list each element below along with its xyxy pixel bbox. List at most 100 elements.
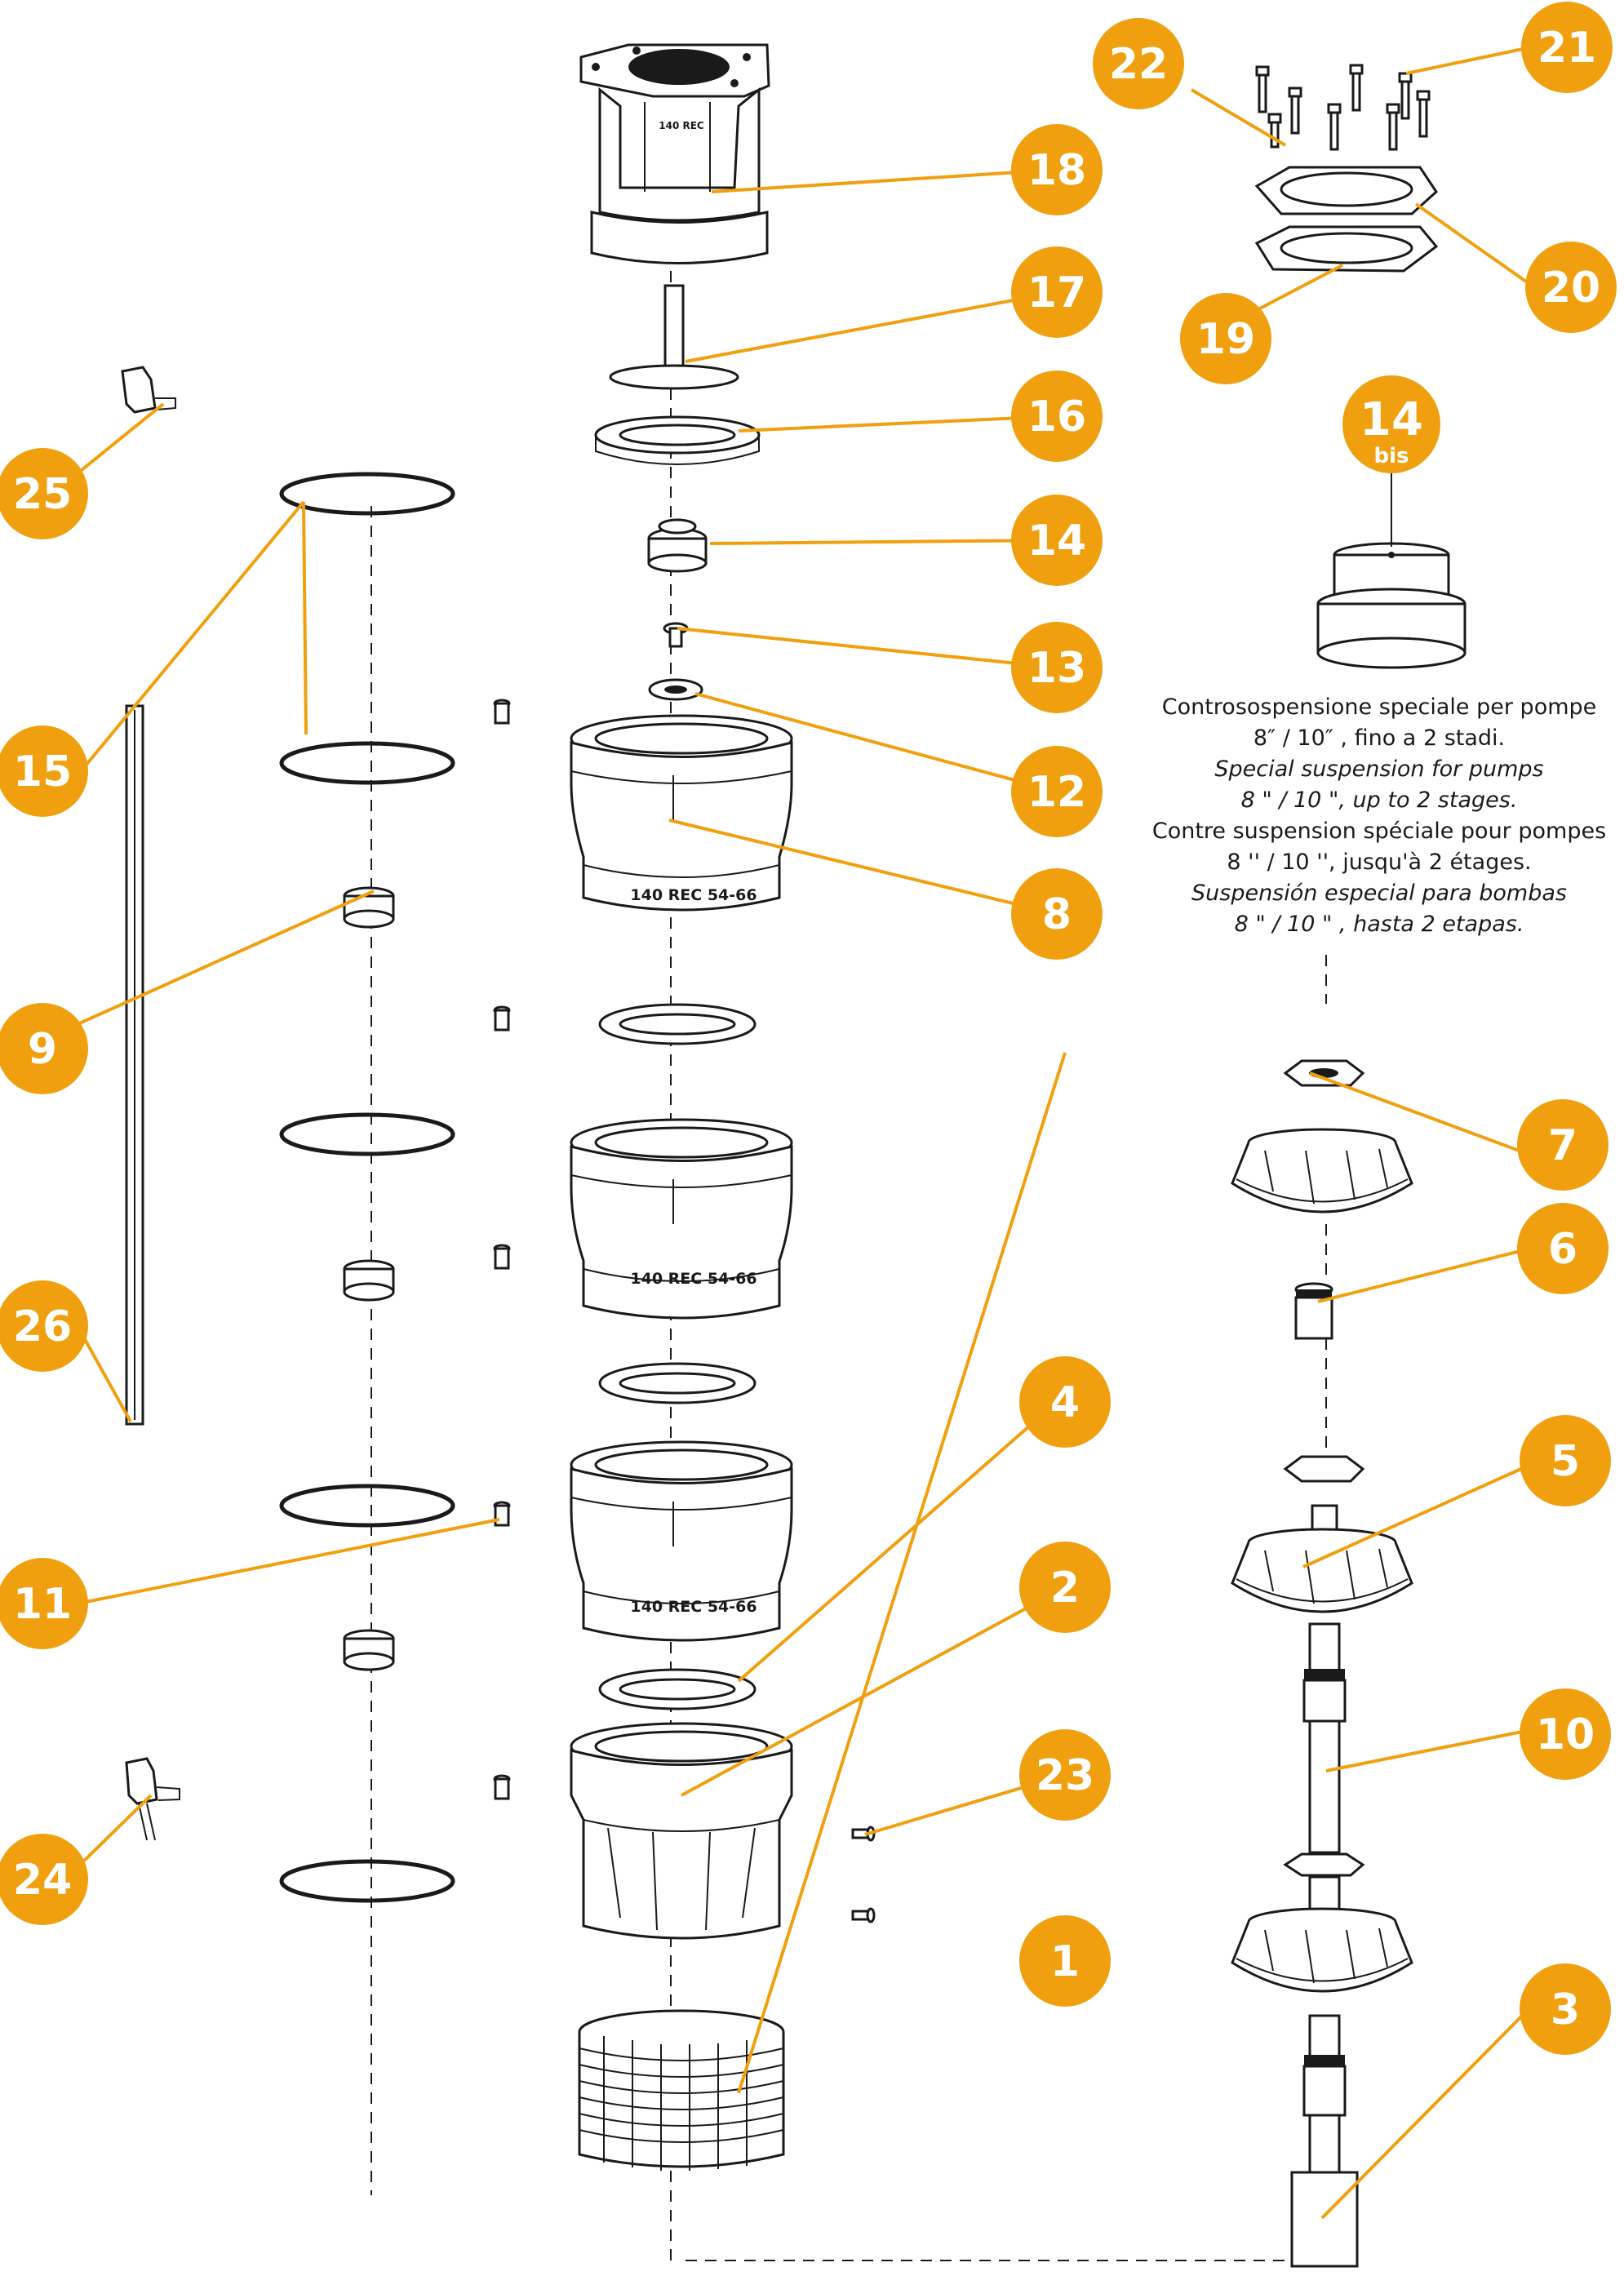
- part-19-gasket: [1254, 225, 1439, 273]
- callout-3: 3: [1520, 1963, 1611, 2055]
- note-fr-line2: 8 '' / 10 '', jusqu'à 2 étages.: [1227, 850, 1532, 875]
- svg-text:10: 10: [1536, 1710, 1595, 1759]
- callout-15: 15: [0, 725, 88, 817]
- callout-1: 1: [1019, 1915, 1111, 2007]
- part-7-nut: [1283, 1059, 1365, 1087]
- callout-24: 24: [0, 1834, 88, 1925]
- part-8-stage-casing-1: 140 REC 54-66: [570, 714, 793, 912]
- part-11-screws: [493, 699, 511, 1800]
- impeller-bottom: [1231, 1907, 1413, 1993]
- callout-16: 16: [1011, 370, 1103, 462]
- svg-text:8: 8: [1042, 890, 1072, 939]
- svg-text:bis: bis: [1374, 444, 1409, 468]
- note-it-line2: 8″ / 10″ , fino a 2 stadi.: [1253, 725, 1506, 751]
- callout-9: 9: [0, 1003, 88, 1094]
- callout-11: 11: [0, 1558, 88, 1649]
- note-en-line2: 8 " / 10 ", up to 2 stages.: [1240, 788, 1518, 813]
- part-9-bushings: [343, 886, 395, 1671]
- svg-text:2: 2: [1050, 1564, 1080, 1613]
- stage-marking-1: 140 REC 54-66: [630, 886, 757, 904]
- svg-text:24: 24: [13, 1856, 72, 1905]
- svg-text:17: 17: [1027, 268, 1086, 317]
- svg-text:11: 11: [13, 1580, 72, 1629]
- suspension-note: Controsospensione speciale per pompe 8″ …: [1143, 692, 1616, 940]
- part-5-impeller: [1231, 1455, 1413, 1613]
- note-it-line1: Controsospensione speciale per pompe: [1161, 694, 1597, 720]
- part-8-stage-casing-3: 140 REC 54-66: [570, 1440, 793, 1642]
- callout-17: 17: [1011, 246, 1103, 338]
- top-casing-marking: 140 REC: [659, 120, 704, 131]
- part-4-wear-ring: [598, 1668, 757, 1710]
- callout-12: 12: [1011, 746, 1103, 837]
- note-es-line1: Suspensión especial para bombas: [1191, 881, 1567, 906]
- svg-text:15: 15: [13, 748, 72, 796]
- callout-19: 19: [1180, 293, 1271, 384]
- callout-8: 8: [1011, 868, 1103, 960]
- part-6-sleeve: [1294, 1282, 1333, 1340]
- part-12-washer: [648, 678, 703, 701]
- callout-2: 2: [1019, 1542, 1111, 1633]
- part-25-cable-clamp: [121, 366, 176, 414]
- svg-text:13: 13: [1027, 644, 1086, 693]
- callouts: 18 17 16 14 13 12 8 4 2 23 1 25 15 9 26 …: [0, 2, 1617, 2055]
- svg-text:6: 6: [1548, 1225, 1577, 1274]
- svg-text:3: 3: [1551, 1985, 1580, 2034]
- svg-text:23: 23: [1036, 1751, 1094, 1800]
- callout-26: 26: [0, 1280, 88, 1372]
- callout-5: 5: [1520, 1415, 1611, 1506]
- svg-text:4: 4: [1050, 1378, 1080, 1427]
- note-es-line2: 8 " / 10 " , hasta 2 etapas.: [1234, 912, 1524, 937]
- svg-text:14: 14: [1360, 393, 1423, 446]
- part-21-22-bolts: [1255, 64, 1431, 151]
- svg-text:20: 20: [1542, 264, 1600, 313]
- svg-text:12: 12: [1027, 768, 1086, 817]
- callout-14bis: 14 bis: [1342, 375, 1440, 473]
- svg-text:9: 9: [28, 1025, 57, 1074]
- svg-text:1: 1: [1050, 1937, 1080, 1986]
- svg-text:5: 5: [1551, 1437, 1580, 1486]
- svg-text:7: 7: [1548, 1121, 1577, 1170]
- part-20-flange: [1254, 166, 1438, 215]
- impeller-top: [1231, 1128, 1413, 1213]
- part-18-top-casing: 140 REC: [579, 43, 770, 264]
- center-axes: [371, 212, 1327, 2261]
- callout-22: 22: [1093, 18, 1184, 109]
- callout-18: 18: [1011, 124, 1103, 215]
- part-14-bushing: [647, 518, 708, 573]
- part-8-stage-casing-2: 140 REC 54-66: [570, 1118, 793, 1320]
- svg-text:21: 21: [1537, 24, 1596, 73]
- stage-marking-3: 140 REC 54-66: [630, 1598, 757, 1616]
- svg-text:16: 16: [1027, 393, 1086, 441]
- part-16-seat-ring: [594, 415, 761, 465]
- callout-4: 4: [1019, 1356, 1111, 1448]
- callout-23: 23: [1019, 1729, 1111, 1821]
- stage-marking-2: 140 REC 54-66: [630, 1270, 757, 1288]
- callout-25: 25: [0, 448, 88, 539]
- callout-6: 6: [1517, 1203, 1608, 1294]
- svg-text:26: 26: [13, 1302, 72, 1351]
- part-13-screw: [663, 622, 689, 648]
- callout-20: 20: [1525, 242, 1617, 333]
- svg-text:25: 25: [13, 470, 72, 519]
- svg-text:14: 14: [1027, 517, 1086, 566]
- callout-10: 10: [1520, 1688, 1611, 1780]
- part-2-suction-casing: [570, 1722, 793, 1940]
- callout-7: 7: [1517, 1099, 1608, 1191]
- part-10-shaft: [1283, 1622, 1365, 1928]
- svg-text:18: 18: [1027, 146, 1086, 195]
- part-3-coupling: [1290, 2014, 1359, 2268]
- part-1-strainer: [578, 2009, 785, 2171]
- part-24-cable-clamp: [125, 1757, 180, 1841]
- svg-text:19: 19: [1196, 315, 1255, 364]
- part-17-valve-stem: [609, 284, 739, 390]
- note-fr-line1: Contre suspension spéciale pour pompes: [1151, 819, 1607, 844]
- part-diffuser-ring-a: [598, 1003, 757, 1045]
- note-en-line1: Special suspension for pumps: [1214, 756, 1544, 782]
- part-23-screws: [851, 1826, 876, 1923]
- callout-13: 13: [1011, 622, 1103, 713]
- callout-21: 21: [1521, 2, 1613, 93]
- part-14bis-bushing: [1316, 473, 1466, 669]
- part-26-tie-rod: [125, 704, 144, 1426]
- part-diffuser-ring-b: [598, 1362, 757, 1404]
